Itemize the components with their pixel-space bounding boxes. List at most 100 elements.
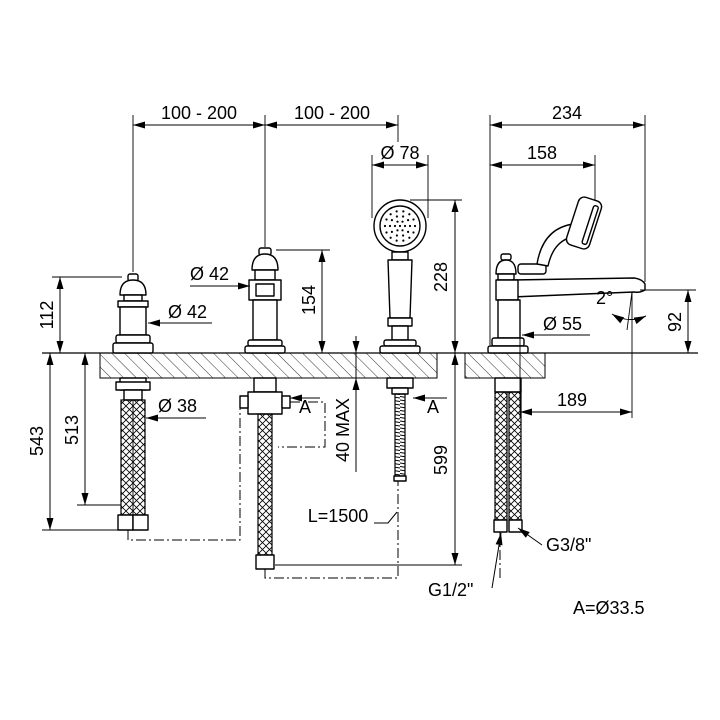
nozzle-dot <box>389 213 392 216</box>
left-base <box>112 342 154 354</box>
label-port-right: A <box>427 397 439 417</box>
shower-tail <box>391 387 409 395</box>
label-connection-g38: G3/8" <box>546 535 591 555</box>
leader-hose-length <box>374 511 398 524</box>
nozzle-dot <box>388 224 392 228</box>
label-connection-g12: G1/2" <box>428 580 473 600</box>
label-hose-513: 513 <box>62 415 82 445</box>
nozzle-dot <box>389 236 392 239</box>
left-collar <box>117 300 149 308</box>
label-valve-height: 154 <box>299 285 319 315</box>
nozzle-dot <box>406 219 410 222</box>
label-shower-height: 228 <box>431 262 451 292</box>
dimension-lines <box>46 121 692 565</box>
left-body <box>119 306 147 336</box>
label-overall-below: 599 <box>431 445 451 475</box>
mid-head-window <box>255 283 275 297</box>
routing-shower <box>264 478 399 579</box>
nozzle-dot <box>402 239 405 242</box>
side-hose-nut-a <box>493 519 508 533</box>
label-hose-543: 543 <box>27 426 47 456</box>
shower-handle <box>387 259 413 319</box>
mid-body <box>252 299 278 341</box>
mid-base-ring <box>247 339 283 347</box>
nozzle-dot <box>412 231 415 234</box>
label-spout-reach: 189 <box>557 390 587 410</box>
label-port-left: A <box>299 397 311 417</box>
left-tail <box>123 389 143 401</box>
leader-g38 <box>517 527 543 546</box>
leader-lines <box>146 282 590 589</box>
left-valve <box>112 273 154 531</box>
nozzle-dot <box>385 218 388 221</box>
shower-handle-collar <box>387 317 413 327</box>
mid-knob-dome <box>251 253 279 271</box>
nozzle-dot <box>402 210 405 213</box>
hand-shower <box>373 199 427 482</box>
middle-valve <box>239 247 291 570</box>
label-overall-depth: 234 <box>552 103 582 123</box>
side-base <box>487 345 529 354</box>
left-knob-neck <box>123 294 143 302</box>
label-hose-length: L=1500 <box>308 506 369 526</box>
shower-holder-body <box>391 325 409 341</box>
mid-knob-neck <box>254 269 276 281</box>
side-spout-collar <box>495 279 519 301</box>
nozzle-dot <box>395 234 399 237</box>
side-hose-a <box>494 391 508 521</box>
side-hose-nut-b <box>508 519 523 533</box>
nozzle-dot <box>390 219 394 222</box>
mid-connector <box>247 391 283 415</box>
nozzle-dot <box>395 210 398 213</box>
side-knob-dome <box>495 259 517 275</box>
shower-hose-end <box>393 475 407 482</box>
side-body <box>497 299 521 339</box>
mid-shank <box>253 377 277 393</box>
dim-angle-ray <box>626 291 633 331</box>
nozzle-dot <box>395 239 398 242</box>
nozzle-dot <box>406 230 410 233</box>
mid-hose-nut <box>255 554 275 570</box>
left-lock-nut <box>115 381 151 391</box>
shower-hose <box>394 393 406 477</box>
shower-base <box>379 345 421 354</box>
nozzle-dot <box>401 234 405 237</box>
nozzle-dot <box>408 213 411 216</box>
nozzle-dot <box>403 224 407 228</box>
nozzle-dot <box>383 224 387 228</box>
leader-g12 <box>491 532 503 589</box>
label-spout-angle: 2° <box>596 288 613 308</box>
left-hose-nut-a <box>117 514 134 531</box>
nozzle-dot <box>401 220 404 223</box>
routing-port <box>278 401 326 448</box>
label-handle-dia: Ø 42 <box>168 302 207 322</box>
nozzle-dot <box>401 229 404 232</box>
shower-neck <box>391 251 409 261</box>
side-knob-tip <box>500 253 512 261</box>
nozzle-dot <box>413 224 417 228</box>
left-base-ring <box>115 334 151 344</box>
mid-braided-hose <box>257 413 273 556</box>
shower-shank <box>386 377 414 389</box>
shower-nozzles <box>383 210 417 242</box>
nozzle-dot <box>401 215 405 218</box>
side-shower-holder <box>517 263 547 275</box>
nozzle-dot <box>408 224 412 228</box>
left-knob-dome <box>119 279 147 296</box>
extension-lines <box>42 115 696 566</box>
side-knob-neck <box>497 273 515 281</box>
nozzle-dot <box>398 224 402 228</box>
label-spacing-left: 100 - 200 <box>161 103 237 123</box>
nozzle-dot <box>412 218 415 221</box>
side-shower-face <box>581 205 599 245</box>
label-handle-height: 112 <box>37 301 57 330</box>
nozzle-dot <box>390 230 394 233</box>
nozzle-dot <box>396 229 399 232</box>
deck-section-front <box>99 352 438 379</box>
nozzle-dot <box>395 215 399 218</box>
label-spacing-right: 100 - 200 <box>294 103 370 123</box>
label-spout-height: 92 <box>665 312 685 332</box>
side-view-mixer <box>487 196 646 533</box>
nozzle-dot <box>385 231 388 234</box>
left-hose-nut-b <box>132 514 149 531</box>
